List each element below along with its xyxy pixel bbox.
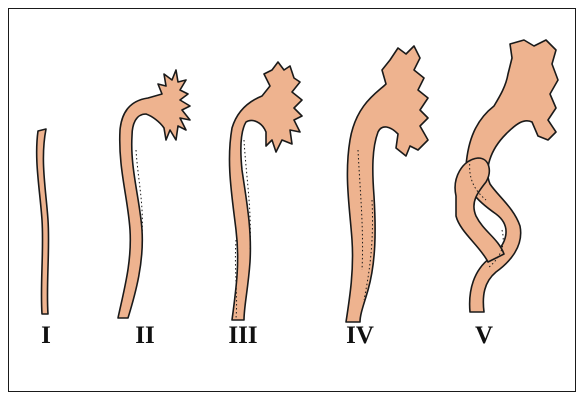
stage-1-duct bbox=[37, 129, 49, 314]
stage-4-duct bbox=[346, 46, 428, 322]
stage-label-2: II bbox=[135, 322, 154, 350]
stage-label-5: V bbox=[475, 322, 493, 350]
stage-2-duct bbox=[118, 70, 190, 318]
stage-3-duct bbox=[229, 62, 302, 320]
stage-label-4: IV bbox=[346, 322, 374, 350]
stage-5-duct bbox=[455, 40, 558, 312]
stage-label-1: I bbox=[41, 322, 51, 350]
stage-label-3: III bbox=[228, 322, 257, 350]
